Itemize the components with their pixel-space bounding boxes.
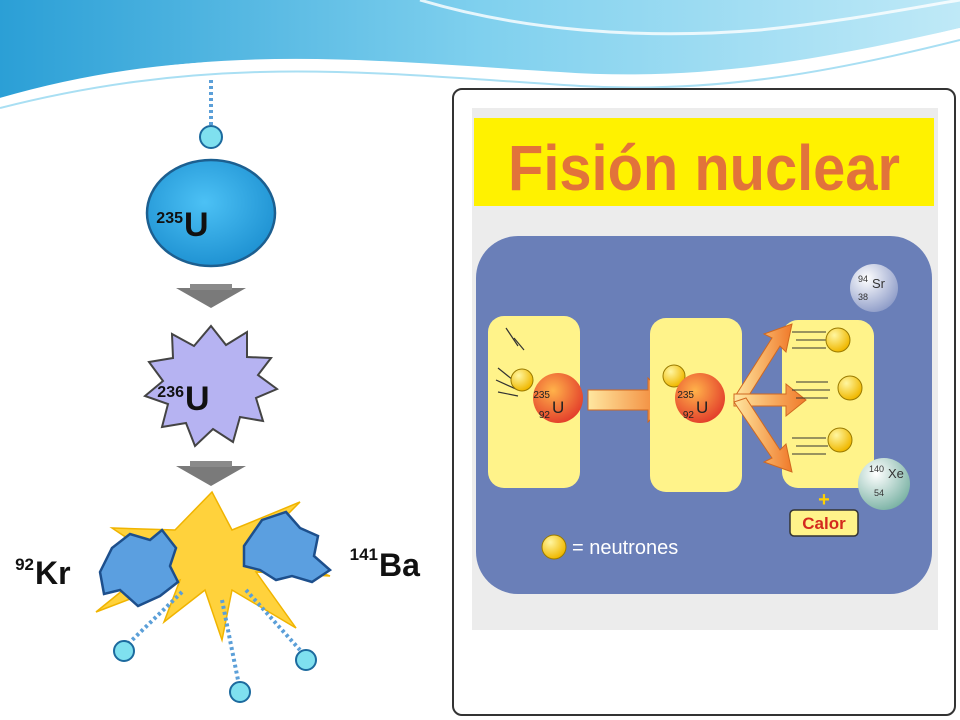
uranium-nucleus-hit: [675, 373, 725, 423]
released-neutron: [295, 649, 317, 671]
nucleus-hit-atomic: 92: [683, 410, 695, 421]
calor-label: Calor: [802, 514, 846, 533]
xe-symbol: Xe: [888, 466, 904, 481]
nucleus-hit-mass: 235: [677, 390, 694, 401]
nucleus-hit-symbol: U: [696, 398, 708, 417]
uranium-236-nucleus: [143, 324, 279, 448]
released-neutron: [229, 681, 251, 703]
branching-arrow-icon: [733, 323, 807, 473]
nucleus-before-atomic: 92: [539, 410, 551, 421]
incoming-neutron: [199, 125, 223, 149]
calor-badge: [789, 509, 859, 537]
header-decoration: [0, 0, 960, 109]
sr-symbol: Sr: [872, 276, 886, 291]
xe-atomic: 54: [874, 488, 884, 498]
krypton-fragment: [98, 528, 180, 608]
neutron-icon: [510, 368, 534, 392]
neutron-icon: [825, 327, 851, 353]
nucleus-before-mass: 235: [533, 390, 550, 401]
u236-symbol: U: [185, 380, 210, 418]
ba-mass-number: 141: [350, 545, 378, 564]
xenon-product: [858, 458, 910, 510]
released-neutron-trails: [126, 588, 302, 681]
title-banner: [474, 118, 934, 206]
u236-mass-number: 236: [157, 384, 184, 401]
ba-symbol: Ba: [379, 547, 420, 583]
nucleus-before-symbol: U: [552, 398, 564, 417]
u235-symbol: U: [184, 206, 209, 244]
kr-symbol: Kr: [35, 555, 71, 591]
sr-mass: 94: [858, 274, 868, 284]
legend-label: = neutrones: [572, 537, 678, 559]
xe-mass: 140: [869, 464, 884, 474]
down-arrow-icon: [176, 288, 246, 308]
released-neutron: [113, 640, 135, 662]
uranium-nucleus-before: [533, 373, 583, 423]
down-arrow-icon: [176, 466, 246, 486]
sr-atomic: 38: [858, 292, 868, 302]
uranium-235-nucleus: [145, 158, 277, 268]
u235-mass-number: 235: [156, 210, 183, 227]
strontium-product: [850, 264, 898, 312]
fission-nuclear-illustration: Fisión nuclear 235 92 U 235 92 U 94: [472, 108, 938, 630]
kr-mass-number: 92: [15, 555, 34, 574]
neutron-icon: [662, 364, 686, 388]
barium-fragment: [242, 510, 333, 584]
page-title: Fisión nuclear: [508, 132, 900, 204]
fission-sequence-diagram: 235 U 236 U 92 Kr 141 Ba: [15, 80, 420, 703]
plus-sign: +: [818, 489, 830, 511]
motion-lines-icon: [792, 331, 830, 455]
neutron-icon: [837, 375, 863, 401]
neutron-icon: [827, 427, 853, 453]
legend-neutron-icon: [541, 534, 567, 560]
